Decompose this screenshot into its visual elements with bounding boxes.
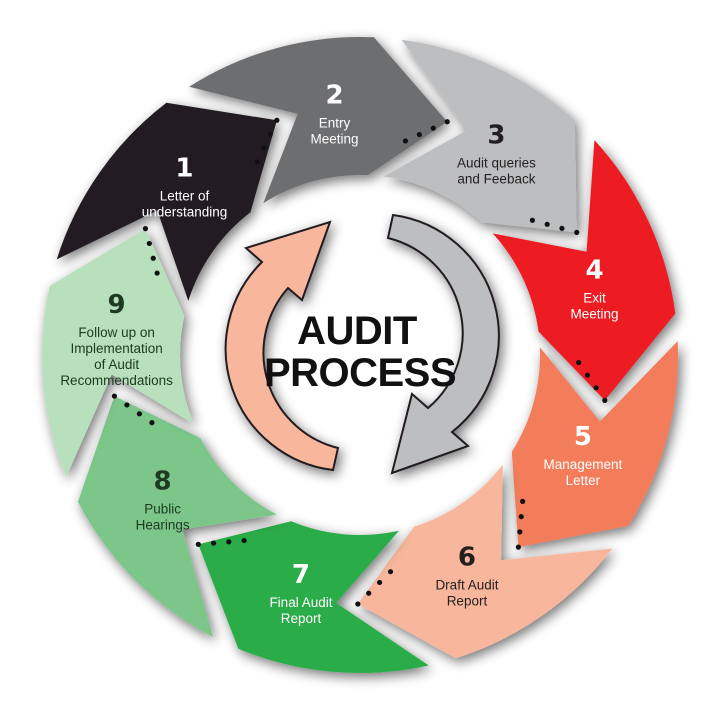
step-label-line: Entry: [319, 115, 351, 130]
step-number: 5: [574, 422, 592, 452]
connector-dot: [267, 131, 273, 137]
connector-dot: [150, 255, 156, 261]
connector-dot: [602, 397, 608, 403]
step-label-line: Final Audit: [269, 595, 332, 610]
connector-dot: [387, 569, 394, 575]
connector-dot: [416, 131, 422, 138]
connector-dot: [517, 529, 523, 535]
step-label-line: Hearings: [136, 517, 190, 532]
step-label-line: Public: [144, 501, 181, 516]
step-3-shape: [383, 39, 577, 233]
step-7-shape: [198, 521, 429, 673]
connector-dot: [444, 119, 450, 125]
connector-dot: [559, 225, 565, 231]
step-number: 7: [292, 560, 310, 590]
step-number: 6: [458, 542, 476, 572]
step-4-shape: [492, 140, 676, 401]
step-label-line: and Feeback: [457, 172, 535, 187]
connector-dot: [149, 420, 155, 426]
connector-dot: [261, 145, 267, 151]
connector-dot: [544, 221, 550, 227]
connector-dot: [136, 411, 143, 417]
step-label-line: of Audit: [94, 357, 139, 372]
connector-dot: [377, 579, 383, 586]
step-number: 8: [154, 466, 172, 496]
connector-dot: [366, 590, 372, 596]
connector-dot: [226, 539, 232, 545]
connector-dot: [529, 217, 535, 223]
connector-dot: [210, 540, 217, 546]
connector-dot: [520, 498, 526, 504]
connector-dot: [515, 544, 521, 550]
step-2-shape: [189, 36, 448, 204]
step-label-line: Letter: [566, 473, 601, 488]
connector-dot: [584, 372, 590, 378]
connector-dot: [146, 240, 152, 247]
connector-dot: [574, 229, 580, 235]
connector-dot: [254, 159, 260, 165]
step-label-line: Audit queries: [457, 156, 536, 171]
cycle-arrows: [224, 213, 500, 475]
title-line1: AUDIT: [297, 309, 417, 353]
step-label-line: Implementation: [70, 341, 162, 356]
step-label-line: Letter of: [160, 189, 210, 204]
step-6-shape: [357, 464, 613, 659]
step-number: 4: [586, 256, 604, 286]
step-label-line: Meeting: [571, 307, 619, 322]
step-label-line: Draft Audit: [435, 577, 498, 592]
title-line2: PROCESS: [264, 351, 456, 395]
step-label-line: Exit: [583, 291, 606, 306]
step-8-shape: [77, 396, 277, 638]
step-number: 9: [108, 290, 126, 320]
connector-dot: [241, 537, 247, 544]
connector-dot: [593, 385, 599, 391]
connector-dot: [142, 226, 149, 232]
connector-dot: [355, 601, 361, 607]
connector-dot: [195, 541, 201, 547]
step-5-shape: [511, 341, 678, 548]
connector-dot: [124, 402, 130, 408]
step-label-line: Recommendations: [60, 373, 173, 388]
step-number: 2: [325, 80, 343, 110]
step-label-line: Management: [543, 457, 622, 472]
connector-dot: [430, 125, 436, 131]
connector-dot: [576, 359, 582, 366]
connector-dot: [154, 270, 160, 276]
step-number: 3: [487, 121, 505, 151]
step-label-line: understanding: [142, 205, 228, 220]
connector-dot: [518, 514, 524, 520]
step-number: 1: [175, 154, 193, 184]
connector-dot: [402, 138, 409, 144]
left-up-arrow-icon: [224, 220, 340, 472]
step-9-shape: [41, 228, 194, 477]
step-1-shape: [56, 102, 277, 301]
step-label-line: Follow up on: [78, 325, 155, 340]
step-label-line: Report: [447, 593, 488, 608]
connector-dot: [111, 393, 118, 399]
step-label-line: Report: [281, 611, 322, 626]
connector-dot: [274, 117, 280, 123]
step-label-line: Meeting: [310, 131, 358, 146]
right-down-arrow-icon: [386, 213, 500, 475]
